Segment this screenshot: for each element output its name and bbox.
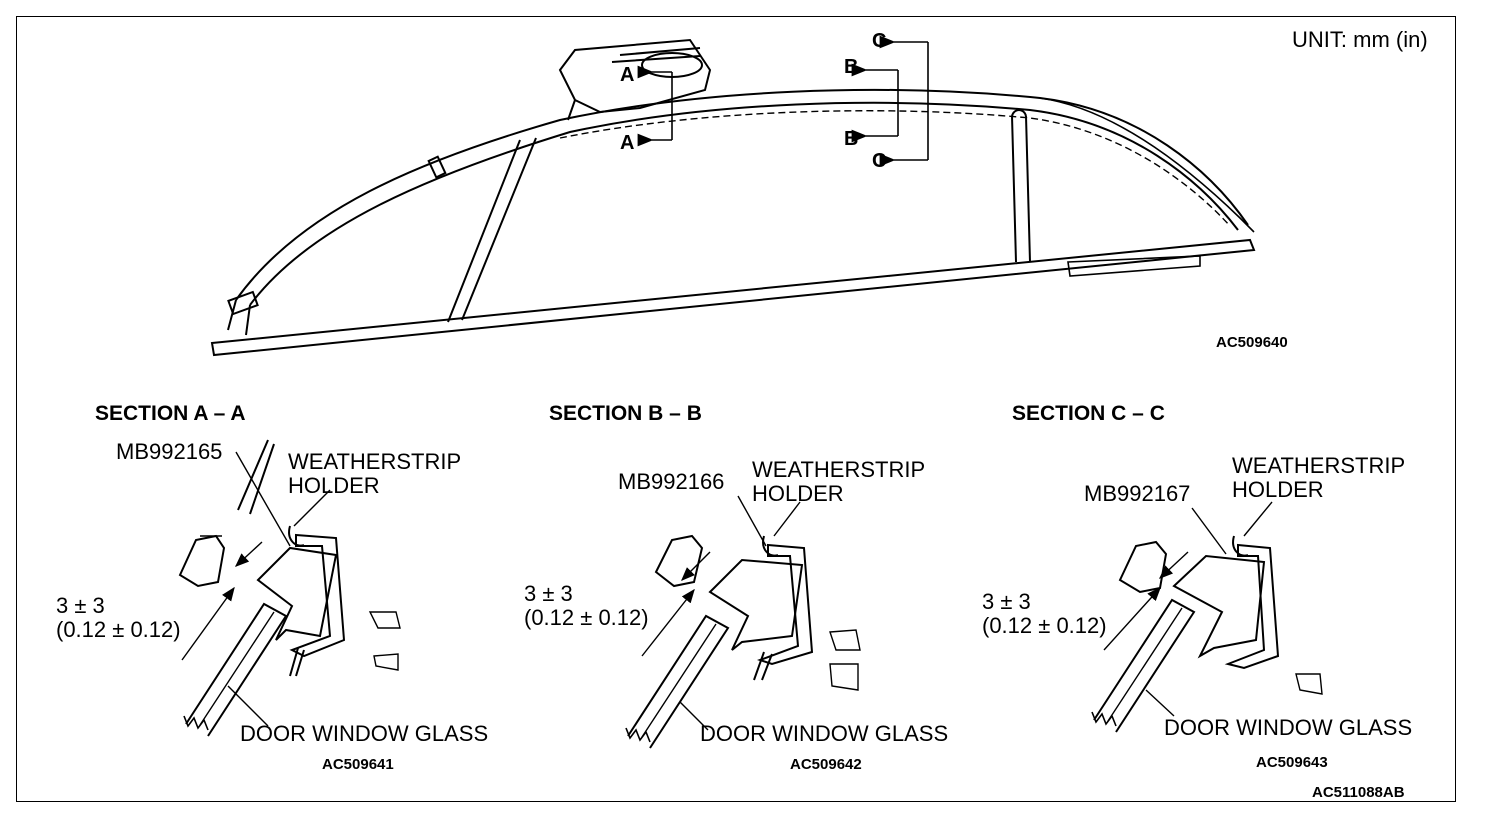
section-b-glass-label: DOOR WINDOW GLASS	[700, 721, 949, 746]
section-c-dim-1: 3 ± 3	[982, 589, 1031, 614]
door-frame-overview	[210, 38, 1256, 357]
section-b-holder-label-1: WEATHERSTRIP	[752, 457, 926, 482]
section-marker-a-top: A	[620, 64, 635, 86]
section-a-dim-1: 3 ± 3	[56, 593, 105, 618]
section-marker-a-bottom: A	[620, 132, 635, 154]
section-marker-b-top: B	[844, 56, 859, 78]
section-b-dim-1: 3 ± 3	[524, 581, 573, 606]
section-a-title: SECTION A – A	[95, 402, 246, 425]
section-c-glass-label: DOOR WINDOW GLASS	[1164, 715, 1413, 740]
section-c-tool-label: MB992167	[1084, 481, 1191, 506]
section-c-code: AC509643	[1256, 754, 1328, 771]
section-b-code: AC509642	[790, 756, 862, 773]
section-a-code: AC509641	[322, 756, 394, 773]
section-a-tool-label: MB992165	[116, 439, 223, 464]
figure-code: AC511088AB	[1312, 784, 1405, 801]
overview-figure-code: AC509640	[1216, 334, 1288, 351]
section-a-holder-label-2: HOLDER	[288, 473, 380, 498]
section-b-holder-label-2: HOLDER	[752, 481, 844, 506]
diagram-frame	[16, 16, 1456, 802]
section-b-tool-label: MB992166	[618, 469, 725, 494]
section-c-drawing	[1091, 501, 1323, 733]
section-c-holder-label-1: WEATHERSTRIP	[1232, 453, 1406, 478]
section-marker-c-bottom: C	[872, 150, 887, 172]
section-cut-lines	[637, 35, 929, 167]
section-c-title: SECTION C – C	[1012, 402, 1165, 425]
section-marker-c-top: C	[872, 30, 887, 52]
section-a-holder-label-1: WEATHERSTRIP	[288, 449, 462, 474]
section-a-dim-2: (0.12 ± 0.12)	[56, 617, 181, 642]
section-a-drawing	[178, 439, 401, 737]
section-c-dim-2: (0.12 ± 0.12)	[982, 613, 1107, 638]
section-b-drawing	[625, 495, 861, 749]
section-b-title: SECTION B – B	[549, 402, 702, 425]
section-c-holder-label-2: HOLDER	[1232, 477, 1324, 502]
section-marker-b-bottom: B	[844, 128, 859, 150]
unit-label: UNIT: mm (in)	[1292, 27, 1428, 52]
section-b-dim-2: (0.12 ± 0.12)	[524, 605, 649, 630]
section-a-glass-label: DOOR WINDOW GLASS	[240, 721, 489, 746]
